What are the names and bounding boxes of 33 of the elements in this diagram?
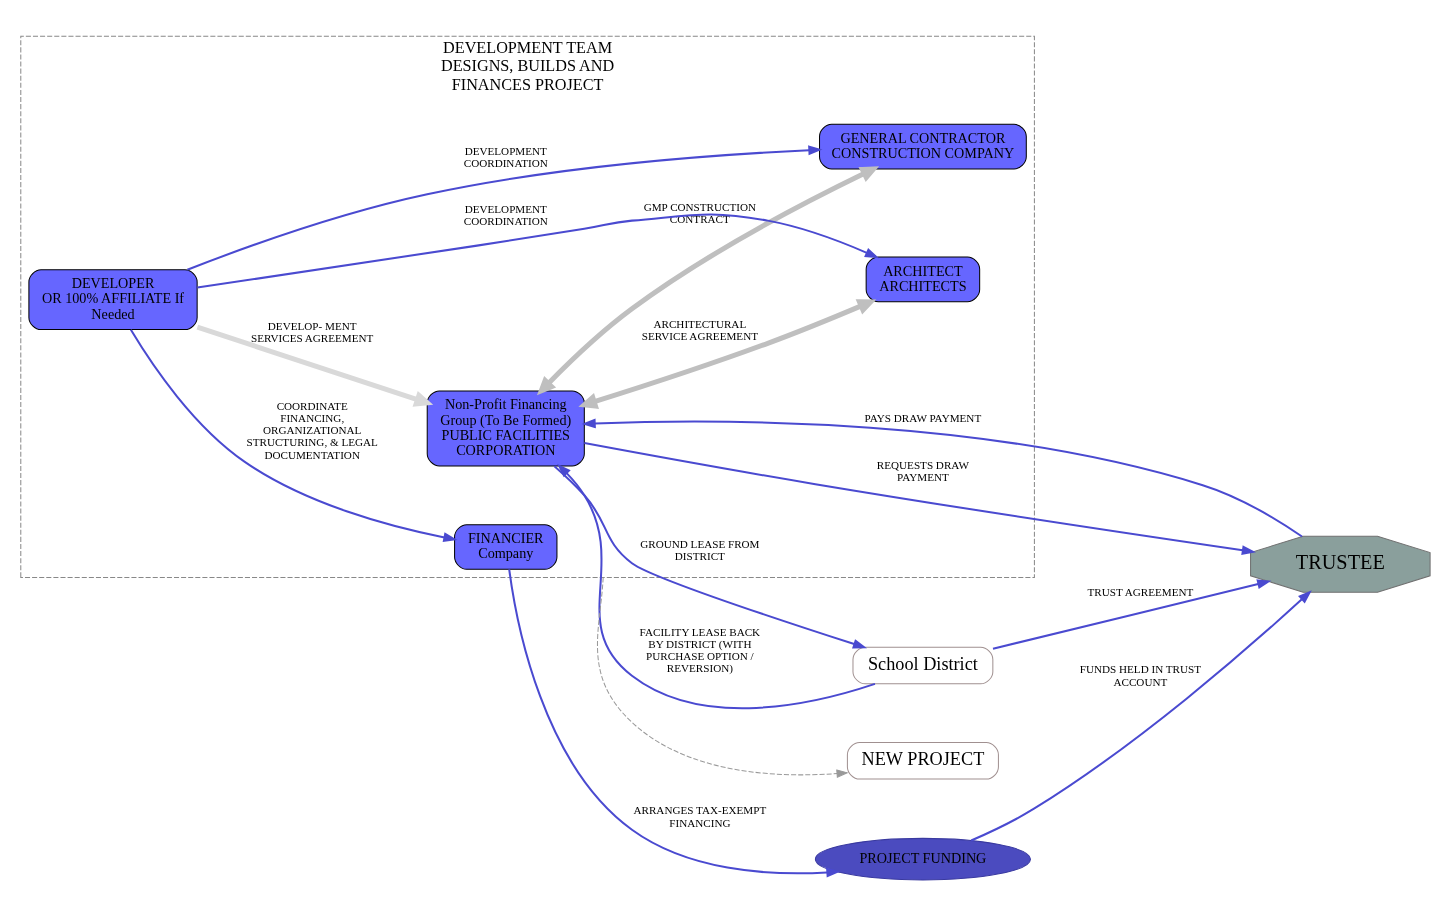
arrow [197, 213, 880, 289]
edge-label: FUNDS HELD IN TRUST ACCOUNT [1079, 663, 1202, 688]
arrow [187, 145, 823, 271]
edge-label: REQUESTS DRAW PAYMENT [876, 458, 969, 483]
arrow [130, 329, 458, 543]
arrow [970, 590, 1312, 842]
node-box: NEW PROJECT [846, 742, 999, 780]
edge-label: GROUND LEASE FROM DISTRICT [640, 537, 760, 562]
node-box: School District [852, 646, 994, 685]
edge-label: COORDINATE FINANCING, ORGANIZATIONAL STRUCTURING, & LEGAL DOCUMENTATION [246, 399, 378, 461]
edge-label: ARCHITECTURAL SERVICE AGREEMENT [641, 317, 758, 343]
arrow [508, 569, 841, 878]
arrow [597, 576, 849, 778]
edge-label: ARRANGES TAX-EXEMPT FINANCING [633, 804, 767, 829]
arrow [578, 299, 877, 409]
arrow [536, 166, 880, 396]
edge-label: DEVELOP- MENT SERVICES AGREEMENT [250, 319, 374, 345]
arrow [196, 324, 434, 407]
node-box: Non-Profit Financing Group (To Be Formed) PUBLIC FACILITIES CORPORATION [426, 390, 585, 467]
node-box: FINANCIER Company [454, 524, 558, 570]
edge-label: FACILITY LEASE BACK BY DISTRICT (WITH PURCHASE OPTION / REVERSION) [639, 625, 761, 675]
edge-label: PAYS DRAW PAYMENT [864, 412, 982, 425]
edge-label: DEVELOPMENT COORDINATION [463, 144, 548, 169]
arrow [584, 442, 1257, 556]
edge-label: DEVELOPMENT COORDINATION [463, 203, 548, 228]
arrow [992, 579, 1272, 650]
arrow [581, 418, 1303, 538]
node-box: ARCHITECT ARCHITECTS [865, 256, 981, 303]
arrow [557, 463, 876, 710]
edge-label: TRUST AGREEMENT [1087, 586, 1194, 599]
arrow [553, 465, 868, 649]
node-box: GENERAL CONTRACTOR CONSTRUCTION COMPANY [819, 123, 1027, 170]
node-box: DEVELOPER OR 100% AFFILIATE If Needed [28, 269, 198, 331]
